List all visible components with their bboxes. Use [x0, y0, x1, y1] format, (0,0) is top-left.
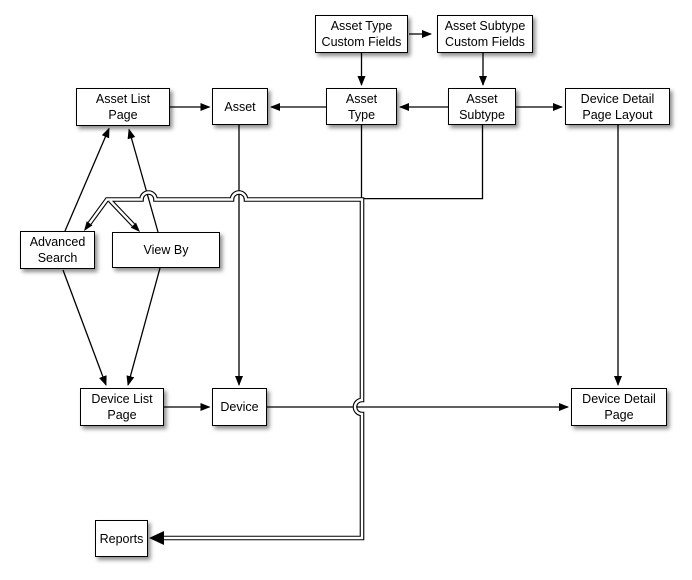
edge-advanced-search-to-device-list-page — [62, 269, 107, 386]
node-asset-list-page: Asset List Page — [76, 88, 170, 126]
node-view-by: View By — [112, 232, 220, 268]
edge-view-by-to-asset-list-page — [127, 128, 159, 233]
node-asset-type: Asset Type — [326, 88, 397, 125]
node-device-list-page: Device List Page — [80, 388, 164, 426]
bus-arrowhead-view-by — [130, 222, 140, 232]
node-device-detail-page: Device Detail Page — [571, 388, 667, 426]
node-asset-type-custom-fields: Asset Type Custom Fields — [315, 15, 408, 53]
edge-view-by-to-device-list-page — [126, 267, 161, 386]
bus-branch-view-by-core — [109, 199, 135, 226]
bus-feeder-from-asset-subtype — [364, 124, 484, 200]
bus-trunk-core — [88, 191, 364, 540]
node-device: Device — [212, 388, 267, 426]
node-asset-subtype-custom-fields: Asset Subtype Custom Fields — [437, 15, 533, 53]
node-asset-subtype: Asset Subtype — [448, 88, 516, 125]
node-asset: Asset — [212, 88, 268, 125]
node-reports: Reports — [95, 520, 148, 557]
node-advanced-search: Advanced Search — [20, 231, 95, 269]
bus-arrowhead-advanced-search — [84, 221, 93, 231]
edge-advanced-search-to-asset-list-page — [64, 127, 110, 232]
bus-arrowhead-reports — [149, 531, 164, 545]
node-device-detail-page-layout: Device Detail Page Layout — [565, 88, 670, 125]
